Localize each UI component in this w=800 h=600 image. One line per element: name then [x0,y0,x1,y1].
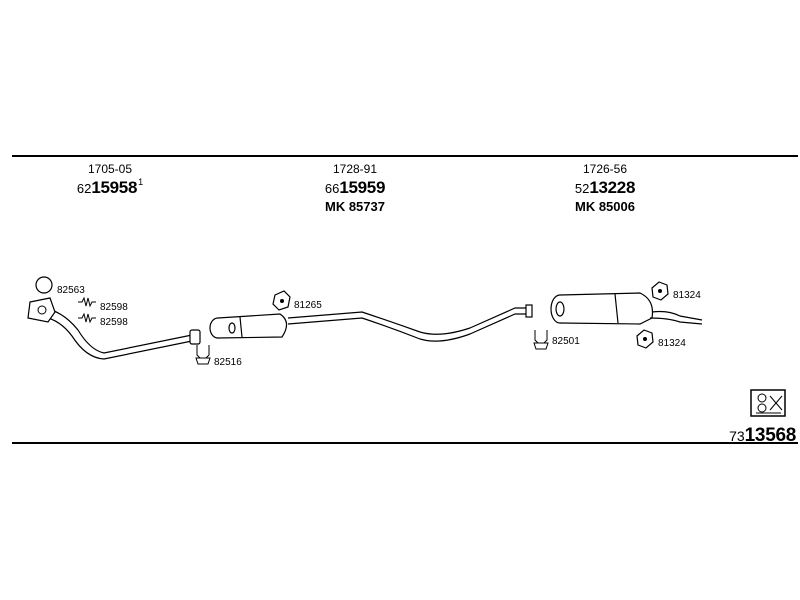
front-pipe [39,306,201,360]
clamp-lower: 82598 [78,312,128,328]
part-number-main: 15958 [91,178,138,197]
flange-gasket [27,297,56,323]
section-code: 1728-91 [332,162,378,176]
part-label: 81324 [658,338,686,349]
document-number-prefix: 73 [729,428,745,444]
document-number-main: 13568 [744,425,797,446]
part-number-main: 15959 [339,178,386,197]
rubber-mount-top: 81324 [651,281,701,301]
middle-pipe [287,304,533,342]
middle-silencer [209,313,288,339]
part-number: 5213228 [545,179,665,197]
part-label: 82501 [552,336,580,347]
rubber-hanger-middle: 81265 [272,290,322,311]
top-rule [12,155,798,157]
part-number-prefix: 52 [574,181,590,196]
part-label: 82516 [214,357,242,368]
catalog-symbol-icon [750,389,786,417]
mounting-kit: MK 85006 [575,199,635,214]
part-label: 81324 [673,290,701,301]
part-label: 82598 [100,302,128,313]
clamp-upper: 82598 [78,296,128,313]
hanger-front: 82516 [195,345,242,368]
sealing-ring: 82563 [35,276,85,296]
part-number-prefix: 66 [324,181,340,196]
section-code: 1705-05 [87,162,133,176]
rear-silencer [550,292,703,325]
part-number-prefix: 62 [76,181,92,196]
part-number: 6615959 [295,179,415,197]
hanger-rear: 82501 [533,330,580,350]
mounting-kit: MK 85737 [325,199,385,214]
bottom-rule [12,442,798,444]
document-number: 7313568 [729,425,796,447]
part-label: 81265 [294,300,322,311]
part-label: 82563 [57,285,85,296]
part-label: 82598 [100,317,128,328]
part-number-main: 13228 [589,178,636,197]
section-code: 1726-56 [582,162,628,176]
section-middle-silencer: 1728-91 6615959 MK 85737 [295,163,415,213]
rubber-mount-bottom: 81324 [636,329,686,349]
part-number-note: 1 [138,177,144,187]
section-front-pipe: 1705-05 62159581 [55,163,165,197]
section-rear-silencer: 1726-56 5213228 MK 85006 [545,163,665,213]
part-number: 62159581 [55,177,165,197]
